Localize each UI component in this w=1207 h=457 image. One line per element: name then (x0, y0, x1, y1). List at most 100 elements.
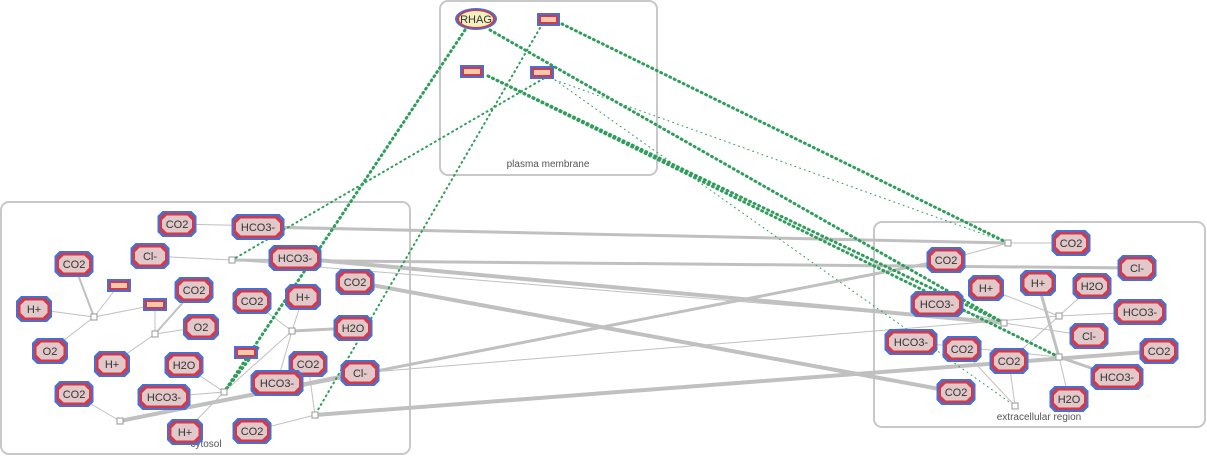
metabolite-node[interactable]: Cl- (130, 243, 170, 269)
metabolite-label: H+ (296, 292, 310, 304)
metabolite-node[interactable]: CO2 (54, 381, 94, 407)
metabolite-node[interactable]: H+ (968, 275, 1004, 301)
metabolite-node[interactable]: CO2 (54, 251, 94, 277)
metabolite-node[interactable]: HCO3- (231, 214, 285, 240)
metabolite-node[interactable]: H2O (333, 315, 373, 341)
metabolite-label: H2O (1058, 394, 1081, 406)
process-node[interactable] (90, 313, 98, 321)
edge (230, 258, 1139, 270)
metabolite-label: Cl- (1082, 331, 1096, 343)
compartment-extracellular-region[interactable] (873, 221, 1206, 428)
metabolite-label: H+ (1031, 278, 1045, 290)
metabolite-label: CO2 (183, 285, 206, 297)
metabolite-node[interactable]: O2 (183, 314, 219, 340)
process-node[interactable] (228, 256, 236, 264)
gene-node-rhag[interactable]: RHAG (455, 8, 497, 30)
compartment-label-cytosol: cytosol (190, 439, 221, 450)
gene-nodes: RHAG (107, 8, 560, 359)
metabolite-label: CO2 (935, 255, 958, 267)
metabolite-node[interactable]: HCO3- (1090, 364, 1144, 390)
metabolite-node[interactable]: HCO3- (1113, 299, 1167, 325)
metabolite-label: HCO3- (894, 337, 929, 349)
gene-node-unlabeled[interactable] (234, 346, 258, 359)
metabolite-node[interactable]: CO2 (174, 277, 214, 303)
process-node[interactable] (311, 411, 319, 419)
metabolite-node[interactable]: H2O (1049, 386, 1089, 412)
control-edge (222, 28, 467, 394)
metabolite-node[interactable]: HCO3- (910, 291, 964, 317)
metabolite-label: CO2 (1060, 238, 1083, 250)
metabolite-node[interactable]: Cl- (1117, 255, 1157, 281)
metabolite-label: CO2 (1148, 346, 1171, 358)
metabolite-node[interactable]: O2 (32, 338, 68, 364)
process-node[interactable] (1000, 319, 1008, 327)
metabolite-label: HCO3- (1123, 307, 1158, 319)
control-edge (231, 75, 549, 261)
metabolite-label: O2 (194, 322, 209, 334)
metabolite-node[interactable]: H+ (285, 284, 321, 310)
metabolite-label: O2 (43, 346, 58, 358)
process-node[interactable] (1055, 353, 1063, 361)
metabolite-label: H2O (1081, 281, 1104, 293)
process-node[interactable] (220, 388, 228, 396)
process-node[interactable] (1055, 312, 1063, 320)
metabolite-node[interactable]: H+ (94, 351, 130, 377)
metabolite-node[interactable]: HCO3- (268, 245, 322, 271)
metabolite-node[interactable]: HCO3- (137, 384, 191, 410)
metabolite-label: H2O (342, 323, 365, 335)
gene-node-unlabeled[interactable] (537, 13, 560, 26)
control-edge (554, 79, 1009, 244)
metabolite-node[interactable]: HCO3- (250, 370, 304, 396)
edge (256, 225, 1010, 245)
control-edge (486, 74, 1061, 359)
metabolite-node[interactable]: H2O (1072, 273, 1112, 299)
metabolite-label: Cl- (1130, 263, 1144, 275)
metabolite-node[interactable]: CO2 (1051, 230, 1091, 256)
metabolite-label: H2O (173, 360, 196, 372)
metabolite-node[interactable]: H+ (16, 296, 52, 322)
process-node[interactable] (1004, 239, 1012, 247)
metabolite-label: CO2 (297, 359, 320, 371)
metabolite-node[interactable]: CO2 (335, 269, 375, 295)
control-edges (222, 22, 1061, 416)
gene-node-unlabeled[interactable] (143, 298, 167, 311)
compartment-cytosol[interactable] (0, 201, 411, 455)
process-node[interactable] (1011, 402, 1019, 410)
compartment-label-plasma-membrane: plasma membrane (507, 159, 590, 170)
process-node[interactable] (116, 417, 124, 425)
metabolite-label: CO2 (344, 277, 367, 289)
edge (353, 280, 958, 394)
edge (359, 315, 1060, 374)
metabolite-label: Cl- (143, 251, 157, 263)
metabolite-label: H+ (178, 427, 192, 439)
metabolite-node[interactable]: CO2 (989, 348, 1029, 374)
metabolite-node[interactable]: CO2 (926, 247, 966, 273)
metabolite-node[interactable]: H+ (167, 419, 203, 445)
metabolite-node[interactable]: CO2 (232, 288, 272, 314)
metabolite-node[interactable]: CO2 (936, 379, 976, 405)
metabolite-node[interactable]: Cl- (1069, 323, 1109, 349)
metabolite-label: H+ (27, 304, 41, 316)
edge (223, 330, 293, 393)
compartment-plasma-membrane[interactable] (439, 0, 658, 176)
edge (118, 371, 362, 423)
process-node[interactable] (151, 330, 159, 338)
metabolite-node[interactable]: HCO3- (884, 329, 938, 355)
metabolite-node[interactable]: CO2 (942, 336, 982, 362)
process-node[interactable] (288, 327, 296, 335)
control-edge (488, 28, 1006, 325)
metabolite-label: HCO3- (1100, 372, 1135, 384)
metabolite-node[interactable]: Cl- (340, 360, 380, 386)
gene-node-unlabeled[interactable] (460, 65, 484, 78)
metabolite-node[interactable]: CO2 (157, 211, 197, 237)
metabolite-label: HCO3- (147, 392, 182, 404)
metabolite-node[interactable]: H+ (1020, 270, 1056, 296)
metabolite-label: H+ (979, 283, 993, 295)
metabolite-node[interactable]: CO2 (1139, 338, 1179, 364)
metabolite-node[interactable]: H2O (164, 352, 204, 378)
gene-node-unlabeled[interactable] (530, 66, 554, 79)
metabolite-node[interactable]: CO2 (232, 418, 272, 444)
metabolite-label: CO2 (945, 387, 968, 399)
gene-node-unlabeled[interactable] (107, 279, 131, 292)
